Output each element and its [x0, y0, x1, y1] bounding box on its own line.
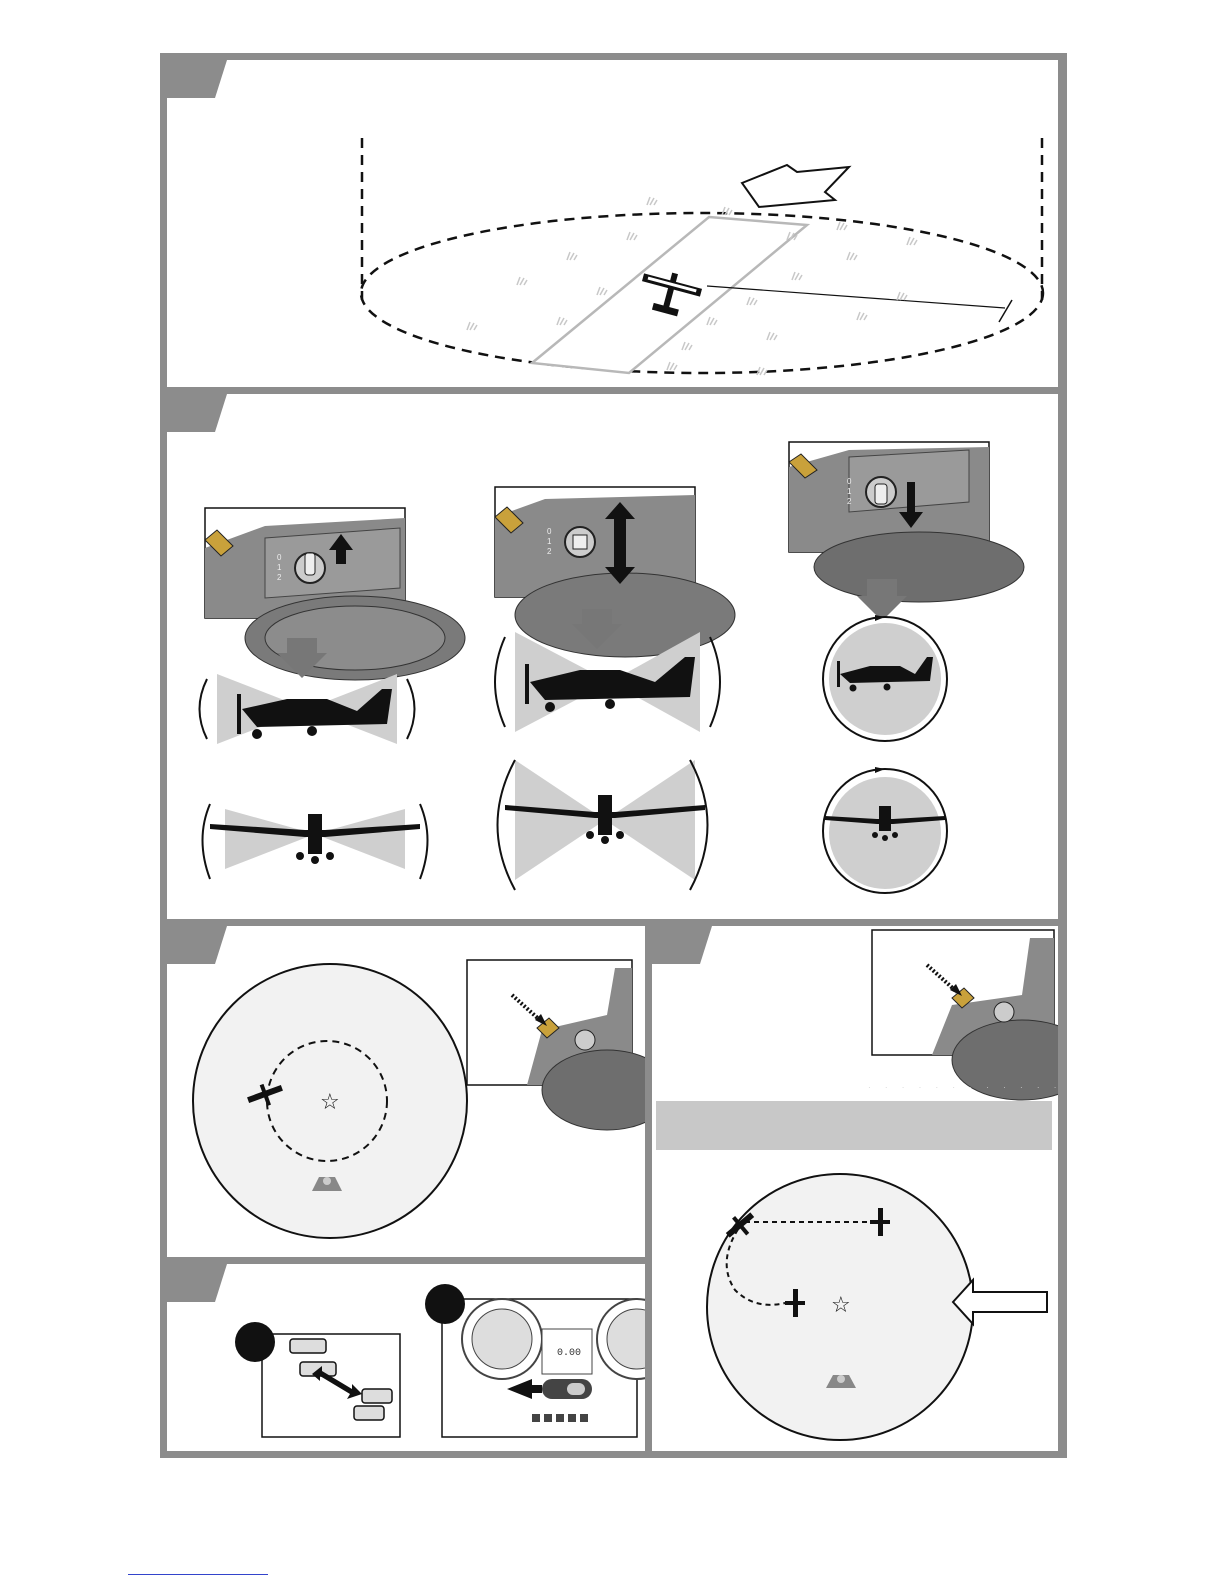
footer-link[interactable]: [128, 1574, 268, 1575]
svg-text:0: 0: [847, 477, 852, 486]
mode-switch-inset-0: 0 1 2: [205, 508, 415, 623]
svg-text:0: 0: [547, 527, 552, 536]
step-badge-2: [425, 1284, 465, 1324]
step-tab-4: [652, 926, 712, 964]
panel-panic-recovery: ☆: [167, 926, 645, 1257]
step-tab-5: [167, 1264, 227, 1302]
svg-text:1: 1: [547, 537, 552, 546]
svg-text:0: 0: [277, 553, 282, 562]
svg-text:1: 1: [277, 563, 282, 572]
star-icon: ☆: [320, 1090, 340, 1115]
step-tab-3: [167, 926, 227, 964]
orbit-flight-area: ☆: [187, 961, 477, 1251]
mode2-self-level-circle: [815, 609, 955, 749]
flying-field-illustration: [167, 60, 1058, 387]
mode0-roll-illustration: [195, 794, 435, 894]
svg-text:1: 1: [847, 487, 852, 496]
svg-text:2: 2: [547, 547, 552, 556]
wind-direction-arrow: [953, 1280, 1047, 1324]
panel-flight-modes: 0 1 2 0 1: [167, 394, 1058, 919]
safe-circle-flight-area: ☆: [705, 1170, 1065, 1450]
svg-text:2: 2: [277, 573, 282, 582]
battery-disconnect-inset: [262, 1334, 402, 1439]
mode0-pitch-illustration: [197, 669, 417, 769]
transmitter-power-inset: 0.00: [442, 1299, 642, 1439]
svg-text:0.00: 0.00: [557, 1348, 581, 1359]
star-icon: ☆: [831, 1293, 851, 1318]
wind-direction-arrow: [742, 165, 849, 207]
step-badge-1: [235, 1322, 275, 1362]
svg-text:2: 2: [847, 497, 852, 506]
panic-button-inset: [467, 960, 637, 1090]
mode-switch-inset-1: 0 1 2: [495, 487, 705, 602]
mode-switch-inset-2: 0 1 2: [789, 442, 999, 557]
panel-flying-field: [167, 60, 1058, 387]
safe-button-inset: [872, 930, 1057, 1060]
info-banner: [656, 1101, 1052, 1150]
mode2-level-front-circle: [815, 761, 955, 901]
mode1-roll-illustration: [495, 750, 715, 910]
panel-power-down: 0.00: [167, 1264, 645, 1451]
step-tab-2: [167, 394, 227, 432]
mode1-pitch-illustration: [490, 622, 730, 752]
caption-text: · · · · · · · · · · · ·: [868, 1083, 1062, 1092]
